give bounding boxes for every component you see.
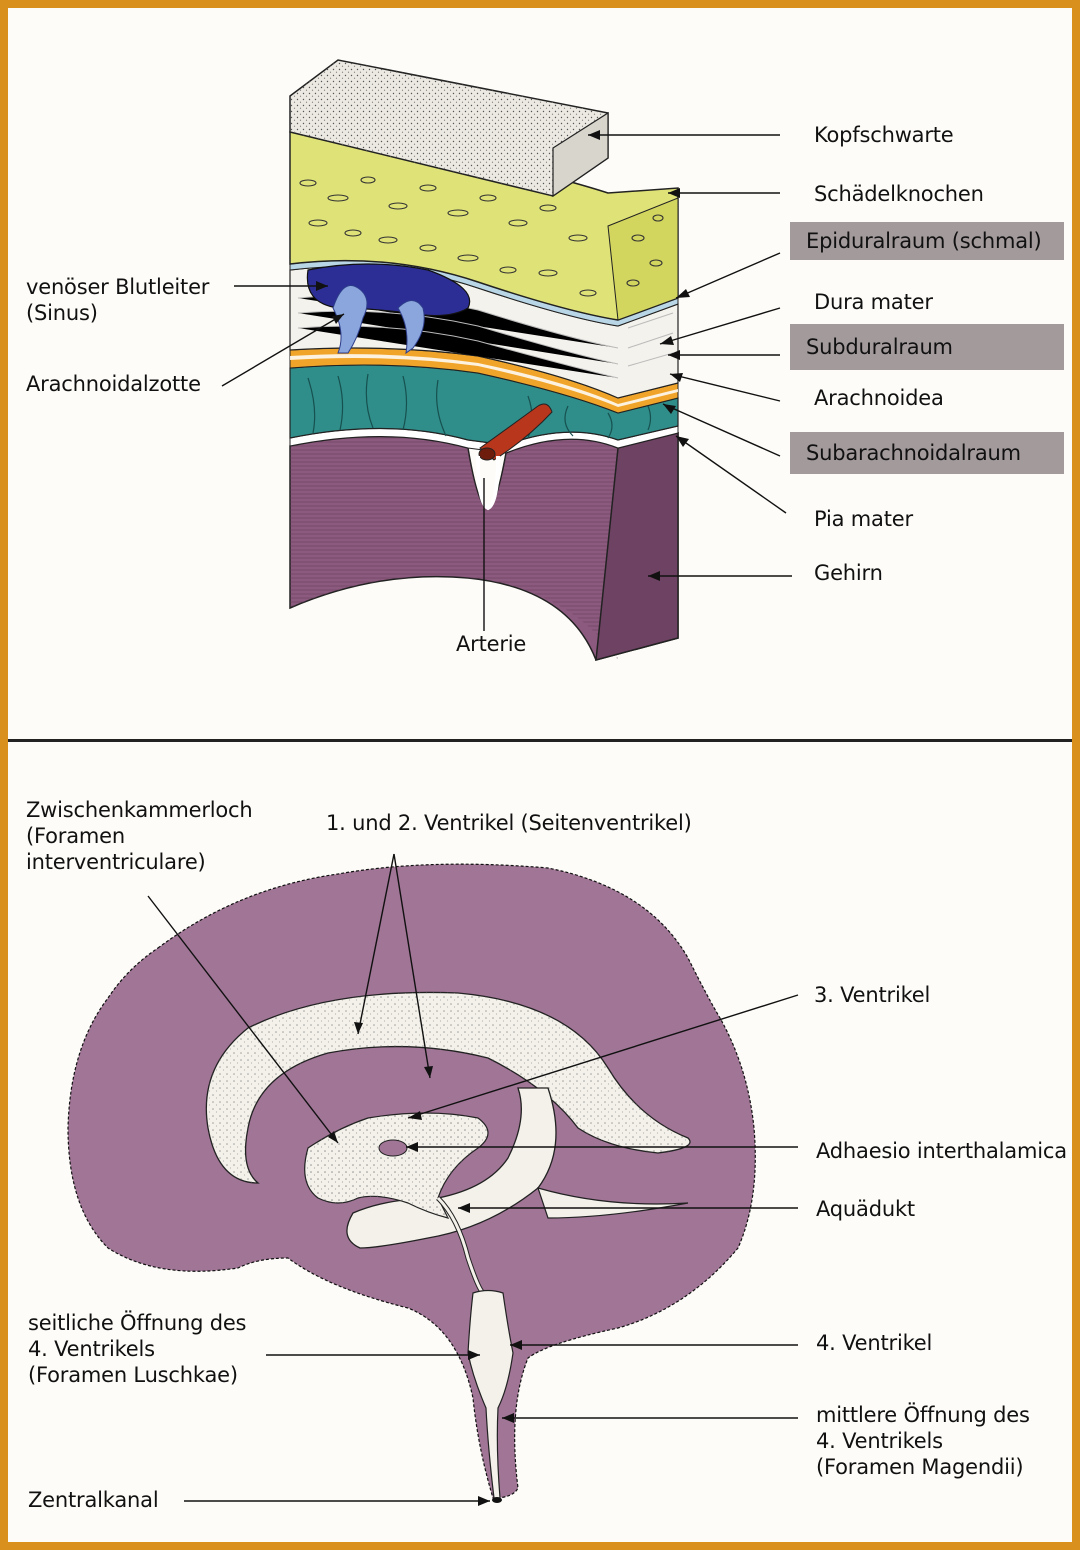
- label-adhaesio: Adhaesio interthalamica: [816, 1139, 1067, 1163]
- label-pia-mater: Pia mater: [814, 507, 913, 531]
- label-epiduralraum: Epiduralraum (schmal): [790, 222, 1064, 260]
- label-dura-mater: Dura mater: [814, 290, 933, 314]
- label-arterie: Arterie: [456, 632, 527, 656]
- label-luschkae: seitliche Öffnung des 4. Ventrikels (For…: [28, 1311, 247, 1387]
- label-seitenventrikel: 1. und 2. Ventrikel (Seitenventrikel): [326, 811, 692, 835]
- label-schaedelknochen: Schädelknochen: [814, 182, 984, 206]
- central-canal-end: [492, 1497, 502, 1503]
- adhaesio-interthalamica: [378, 1139, 408, 1157]
- label-subarachnoidalraum: Subarachnoidalraum: [790, 432, 1064, 474]
- label-kopfschwarte: Kopfschwarte: [814, 123, 954, 147]
- label-subduralraum: Subduralraum: [790, 324, 1064, 370]
- ventricle-illustration: [67, 853, 799, 1506]
- label-zwischenkammerloch: Zwischenkammerloch (Foramen interventric…: [26, 798, 253, 874]
- label-sinus-line1: venöser Blutleiter: [26, 275, 210, 299]
- label-magendii: mittlere Öffnung des 4. Ventrikels (Fora…: [816, 1403, 1030, 1479]
- label-arachnoidea: Arachnoidea: [814, 386, 944, 410]
- section-divider: [8, 739, 1072, 742]
- label-sinus-line2: (Sinus): [26, 301, 98, 325]
- fourth-ventricle: [467, 1289, 514, 1499]
- label-zentralkanal: Zentralkanal: [28, 1488, 159, 1512]
- label-aquaedukt: Aquädukt: [816, 1197, 915, 1221]
- artery: [479, 403, 553, 461]
- label-arachnoidalzotte: Arachnoidalzotte: [26, 372, 201, 396]
- page: Kopfschwarte Schädelknochen Epiduralraum…: [8, 8, 1072, 1542]
- label-ventrikel3: 3. Ventrikel: [814, 983, 931, 1007]
- label-ventrikel4: 4. Ventrikel: [816, 1331, 933, 1355]
- meninges-illustration: [221, 59, 792, 662]
- arachnoid-villi: [332, 285, 425, 355]
- label-gehirn: Gehirn: [814, 561, 883, 585]
